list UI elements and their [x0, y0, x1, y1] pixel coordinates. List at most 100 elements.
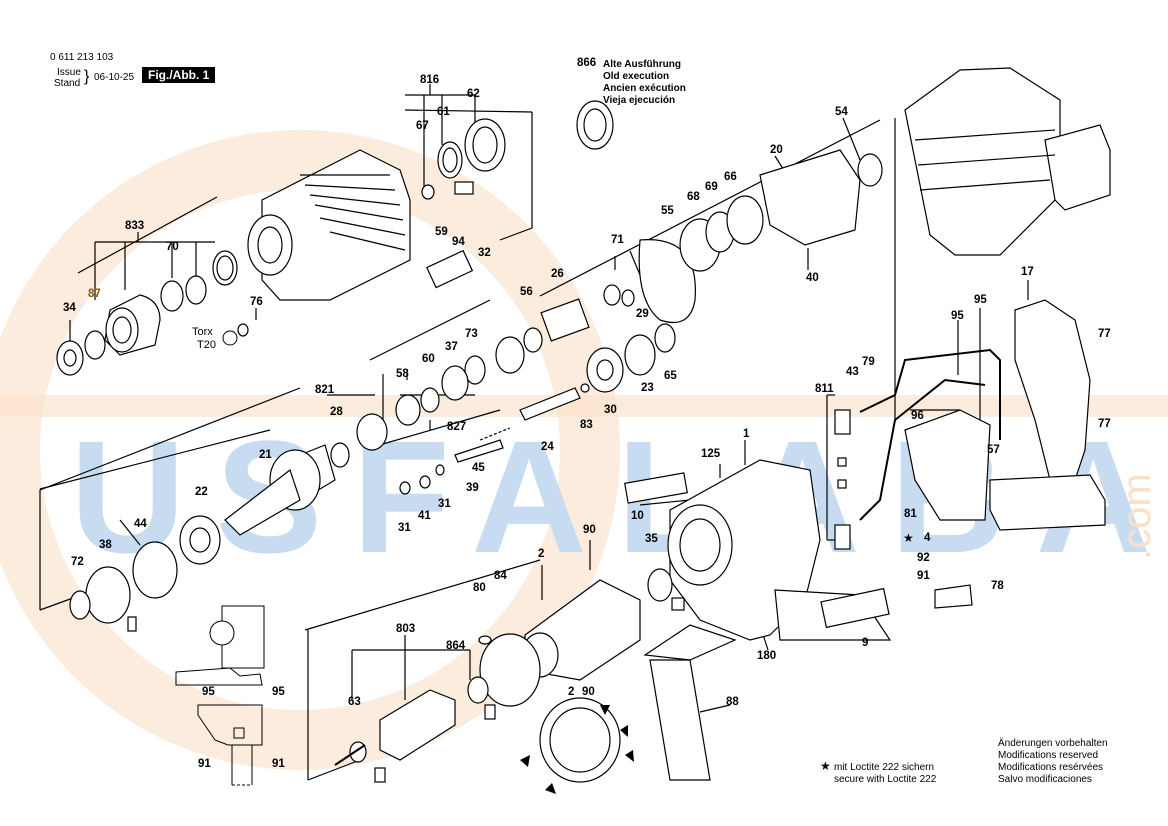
- circuit-schematic: [175, 605, 265, 786]
- callout: 35: [645, 533, 658, 545]
- motor-parts: [334, 579, 641, 783]
- callout: 78: [991, 580, 1004, 592]
- callout: 45: [472, 462, 485, 474]
- callout: 864: [446, 640, 466, 652]
- callout: 17: [1021, 266, 1034, 278]
- callout: 70: [166, 241, 179, 253]
- callout: 71: [611, 234, 624, 246]
- callout: 90: [583, 524, 596, 536]
- callout: 58: [396, 368, 409, 380]
- callout: 29: [636, 308, 649, 320]
- callout: 96: [911, 410, 924, 422]
- callout: 72: [71, 556, 84, 568]
- callout: 83: [580, 419, 593, 431]
- legend-866-line: Alte Ausführung: [603, 59, 681, 70]
- modifications-line: Änderungen vorbehalten: [998, 738, 1108, 749]
- torx-size: T20: [197, 339, 216, 351]
- callout: 44: [134, 518, 147, 530]
- callout: 31: [438, 498, 451, 510]
- loctite-star-icon: ★: [903, 531, 914, 545]
- callout: 84: [494, 570, 507, 582]
- callout: 65: [664, 370, 677, 382]
- callout: 68: [687, 191, 700, 203]
- callout: 22: [195, 486, 208, 498]
- issue-label: Issue: [57, 67, 81, 78]
- torx-symbol-icon: [222, 330, 238, 346]
- callout: 803: [396, 623, 416, 635]
- callout: 20: [770, 144, 783, 156]
- callout: 95: [951, 310, 964, 322]
- legend-866-line: Old execution: [603, 71, 670, 82]
- callout: 95: [272, 686, 285, 698]
- switch-assembly: [834, 409, 991, 609]
- callout: 32: [478, 247, 491, 259]
- callout: 67: [416, 120, 429, 132]
- callout: 91: [917, 570, 930, 582]
- figure-label: Fig./Abb. 1: [142, 67, 216, 83]
- callout: 81: [904, 508, 917, 520]
- callout: 69: [705, 181, 718, 193]
- callout: 95: [202, 686, 215, 698]
- loctite-line1: mit Loctite 222 sichern: [834, 762, 935, 773]
- battery-pack: [904, 67, 1111, 256]
- callout: 61: [437, 106, 450, 118]
- callout: 56: [520, 286, 533, 298]
- callout: 26: [551, 268, 564, 280]
- watermark-suffix: .com: [1115, 473, 1159, 560]
- loctite-line2: secure with Loctite 222: [834, 774, 937, 785]
- brace: }: [84, 68, 90, 85]
- callout: 79: [862, 356, 875, 368]
- callout: 24: [541, 441, 554, 453]
- callout: 77: [1098, 328, 1111, 340]
- legend-866-number: 866: [577, 57, 597, 69]
- callout: 34: [63, 302, 76, 314]
- loctite-star-icon: ★: [820, 759, 831, 773]
- wires: [859, 348, 1001, 521]
- callout: 54: [835, 106, 848, 118]
- callout: 92: [917, 552, 930, 564]
- callout: 811: [815, 383, 834, 395]
- callout: 21: [259, 449, 272, 461]
- callout: 41: [418, 510, 431, 522]
- callout: 821: [315, 384, 335, 396]
- callout: 59: [435, 226, 448, 238]
- callout: 95: [974, 294, 987, 306]
- callout: 31: [398, 522, 411, 534]
- callout: 94: [452, 236, 465, 248]
- callout: 88: [726, 696, 739, 708]
- callout: 30: [604, 404, 617, 416]
- callout: 77: [1098, 418, 1111, 430]
- callout: 43: [846, 366, 859, 378]
- modifications-line: Modifications reserved: [998, 750, 1099, 761]
- callout: 9: [862, 637, 869, 649]
- callout: 180: [757, 650, 777, 662]
- legend-866-line: Ancien exécution: [603, 83, 686, 94]
- callout: 1: [743, 428, 750, 440]
- callout: 4: [924, 532, 931, 544]
- torx-label: Torx: [192, 326, 213, 338]
- callout: 91: [198, 758, 211, 770]
- callout: 37: [445, 341, 458, 353]
- callout: 63: [348, 696, 361, 708]
- stand-label: Stand: [54, 78, 81, 89]
- rings: [56, 100, 614, 376]
- modifications-line: Salvo modificaciones: [998, 774, 1092, 785]
- shaft-parts: [69, 149, 883, 632]
- callout: 833: [125, 220, 145, 232]
- rotation-markers: [520, 705, 634, 794]
- callout: 60: [422, 353, 435, 365]
- callout: 62: [467, 88, 480, 100]
- callout: 80: [473, 582, 486, 594]
- callout: 2: [538, 548, 545, 560]
- callout: 76: [250, 296, 263, 308]
- callout: 125: [701, 448, 721, 460]
- callout: 87: [88, 288, 101, 300]
- callout: 90: [582, 686, 595, 698]
- callout: 57: [987, 444, 1000, 456]
- callout: 66: [724, 171, 737, 183]
- callout: 816: [420, 74, 440, 86]
- callout: 827: [447, 421, 467, 433]
- callout: 73: [465, 328, 478, 340]
